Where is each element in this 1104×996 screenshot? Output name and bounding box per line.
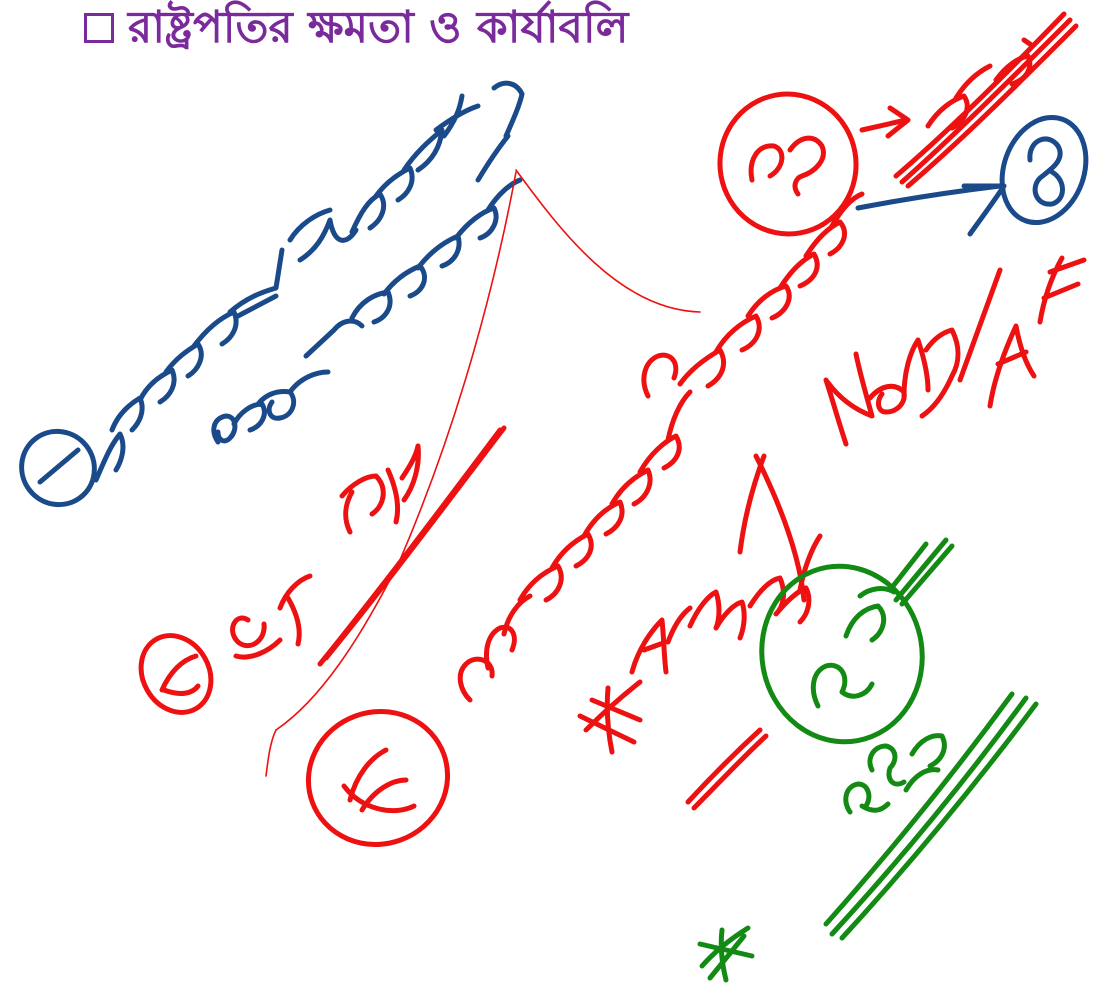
circled-number-48 xyxy=(717,91,859,237)
connector-to-left xyxy=(275,171,517,731)
red-slash-army xyxy=(737,453,807,603)
digit-2-stroke xyxy=(159,653,201,696)
red-star-mark xyxy=(577,679,643,755)
digit-8-stroke xyxy=(1027,136,1065,207)
red-short-strike xyxy=(685,727,769,811)
digits-green-circled xyxy=(810,586,897,709)
handwriting-line-2 xyxy=(211,80,525,445)
circled-number-2 xyxy=(138,633,214,715)
circled-number-green xyxy=(759,563,925,745)
handwriting-line-1 xyxy=(93,93,481,483)
handwriting-bahini xyxy=(641,191,865,399)
red-arrow-right xyxy=(859,105,911,139)
circled-number-8 xyxy=(999,114,1089,226)
handwriting-army xyxy=(629,533,823,675)
red-strike-left xyxy=(317,425,507,667)
handwriting-51-ga xyxy=(230,443,421,660)
red-connector-lines xyxy=(265,169,701,777)
connector-to-right xyxy=(515,169,701,313)
heading-text: রাষ্ট্রপতির ক্ষমতা ও কার্যাবলি xyxy=(128,2,629,53)
handwriting-723 xyxy=(843,733,947,815)
green-tick-strokes xyxy=(887,537,955,607)
red-annotations xyxy=(138,11,1087,847)
page-heading: রাষ্ট্রপতির ক্ষমতা ও কার্যাবলি xyxy=(84,6,628,50)
green-annotations xyxy=(697,537,1039,983)
connector-tail xyxy=(265,729,277,777)
digit-3-stroke xyxy=(341,747,417,814)
green-star-icon xyxy=(697,925,755,983)
blue-arrow xyxy=(855,183,1007,237)
circled-number-1 xyxy=(19,428,97,508)
blue-annotations xyxy=(19,80,1089,508)
digits-48 xyxy=(748,135,826,197)
handwriting-nong xyxy=(925,37,1033,131)
handwriting-protirokkha xyxy=(457,389,693,703)
red-strike-top-right xyxy=(893,11,1079,189)
green-double-strike xyxy=(823,691,1039,941)
circled-number-3 xyxy=(305,709,451,847)
digit-1-stroke xyxy=(37,447,81,485)
checkbox-icon xyxy=(84,13,114,43)
handwriting-navy-af xyxy=(823,255,1087,447)
